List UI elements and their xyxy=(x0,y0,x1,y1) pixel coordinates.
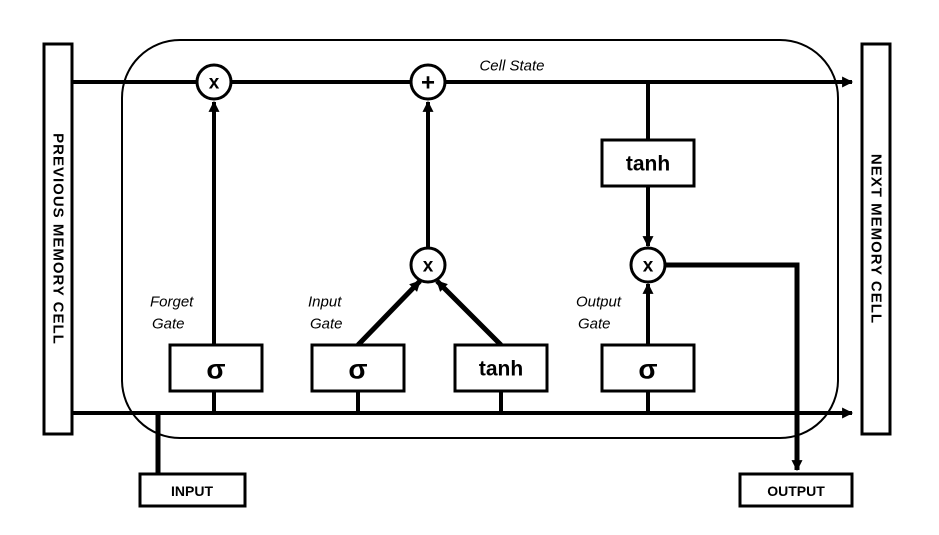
output-multiply-symbol: x xyxy=(643,256,654,277)
forget-gate-sigma-box xyxy=(168,343,264,393)
input-multiply-symbol: x xyxy=(423,256,434,277)
forget-gate-label-line2: Gate xyxy=(152,316,185,333)
previous-memory-cell-label: PREVIOUS MEMORY CELL xyxy=(50,133,67,345)
previous-memory-cell-box xyxy=(42,42,74,436)
next-memory-cell-box xyxy=(860,42,892,436)
input-multiply-node xyxy=(409,246,447,284)
output-connector-wire xyxy=(665,262,803,472)
candidate-tanh-to-multiply-arrow xyxy=(435,279,503,347)
forget-gate-sigma-symbol: σ xyxy=(206,354,225,385)
cell-state-label: Cell State xyxy=(479,58,544,75)
input-box-label: INPUT xyxy=(171,483,213,499)
output-gate-sigma-symbol: σ xyxy=(638,354,657,385)
input-gate-label-line1: Input xyxy=(308,294,342,311)
output-box xyxy=(738,472,854,508)
forget-multiply-node xyxy=(195,63,233,101)
output-gate-label-line2: Gate xyxy=(578,316,611,333)
next-memory-cell-label: NEXT MEMORY CELL xyxy=(868,154,885,324)
output-gate-sigma-box xyxy=(600,343,696,393)
input-gate-sigma-box xyxy=(310,343,406,393)
add-symbol: + xyxy=(421,70,435,97)
input-box xyxy=(138,472,247,508)
input-gate-sigma-symbol: σ xyxy=(348,354,367,385)
output-box-label: OUTPUT xyxy=(767,483,825,499)
output-tanh-label: tanh xyxy=(626,153,670,176)
add-node xyxy=(409,63,447,101)
forget-multiply-symbol: x xyxy=(209,73,220,94)
output-gate-label-line1: Output xyxy=(576,294,622,311)
input-gate-to-multiply-arrow xyxy=(356,279,422,347)
candidate-tanh-label: tanh xyxy=(479,358,523,381)
forget-gate-label-line1: Forget xyxy=(150,294,194,311)
output-tanh-box xyxy=(600,138,696,188)
candidate-tanh-box xyxy=(453,343,549,393)
input-gate-label-line2: Gate xyxy=(310,316,343,333)
output-multiply-node xyxy=(629,246,667,284)
